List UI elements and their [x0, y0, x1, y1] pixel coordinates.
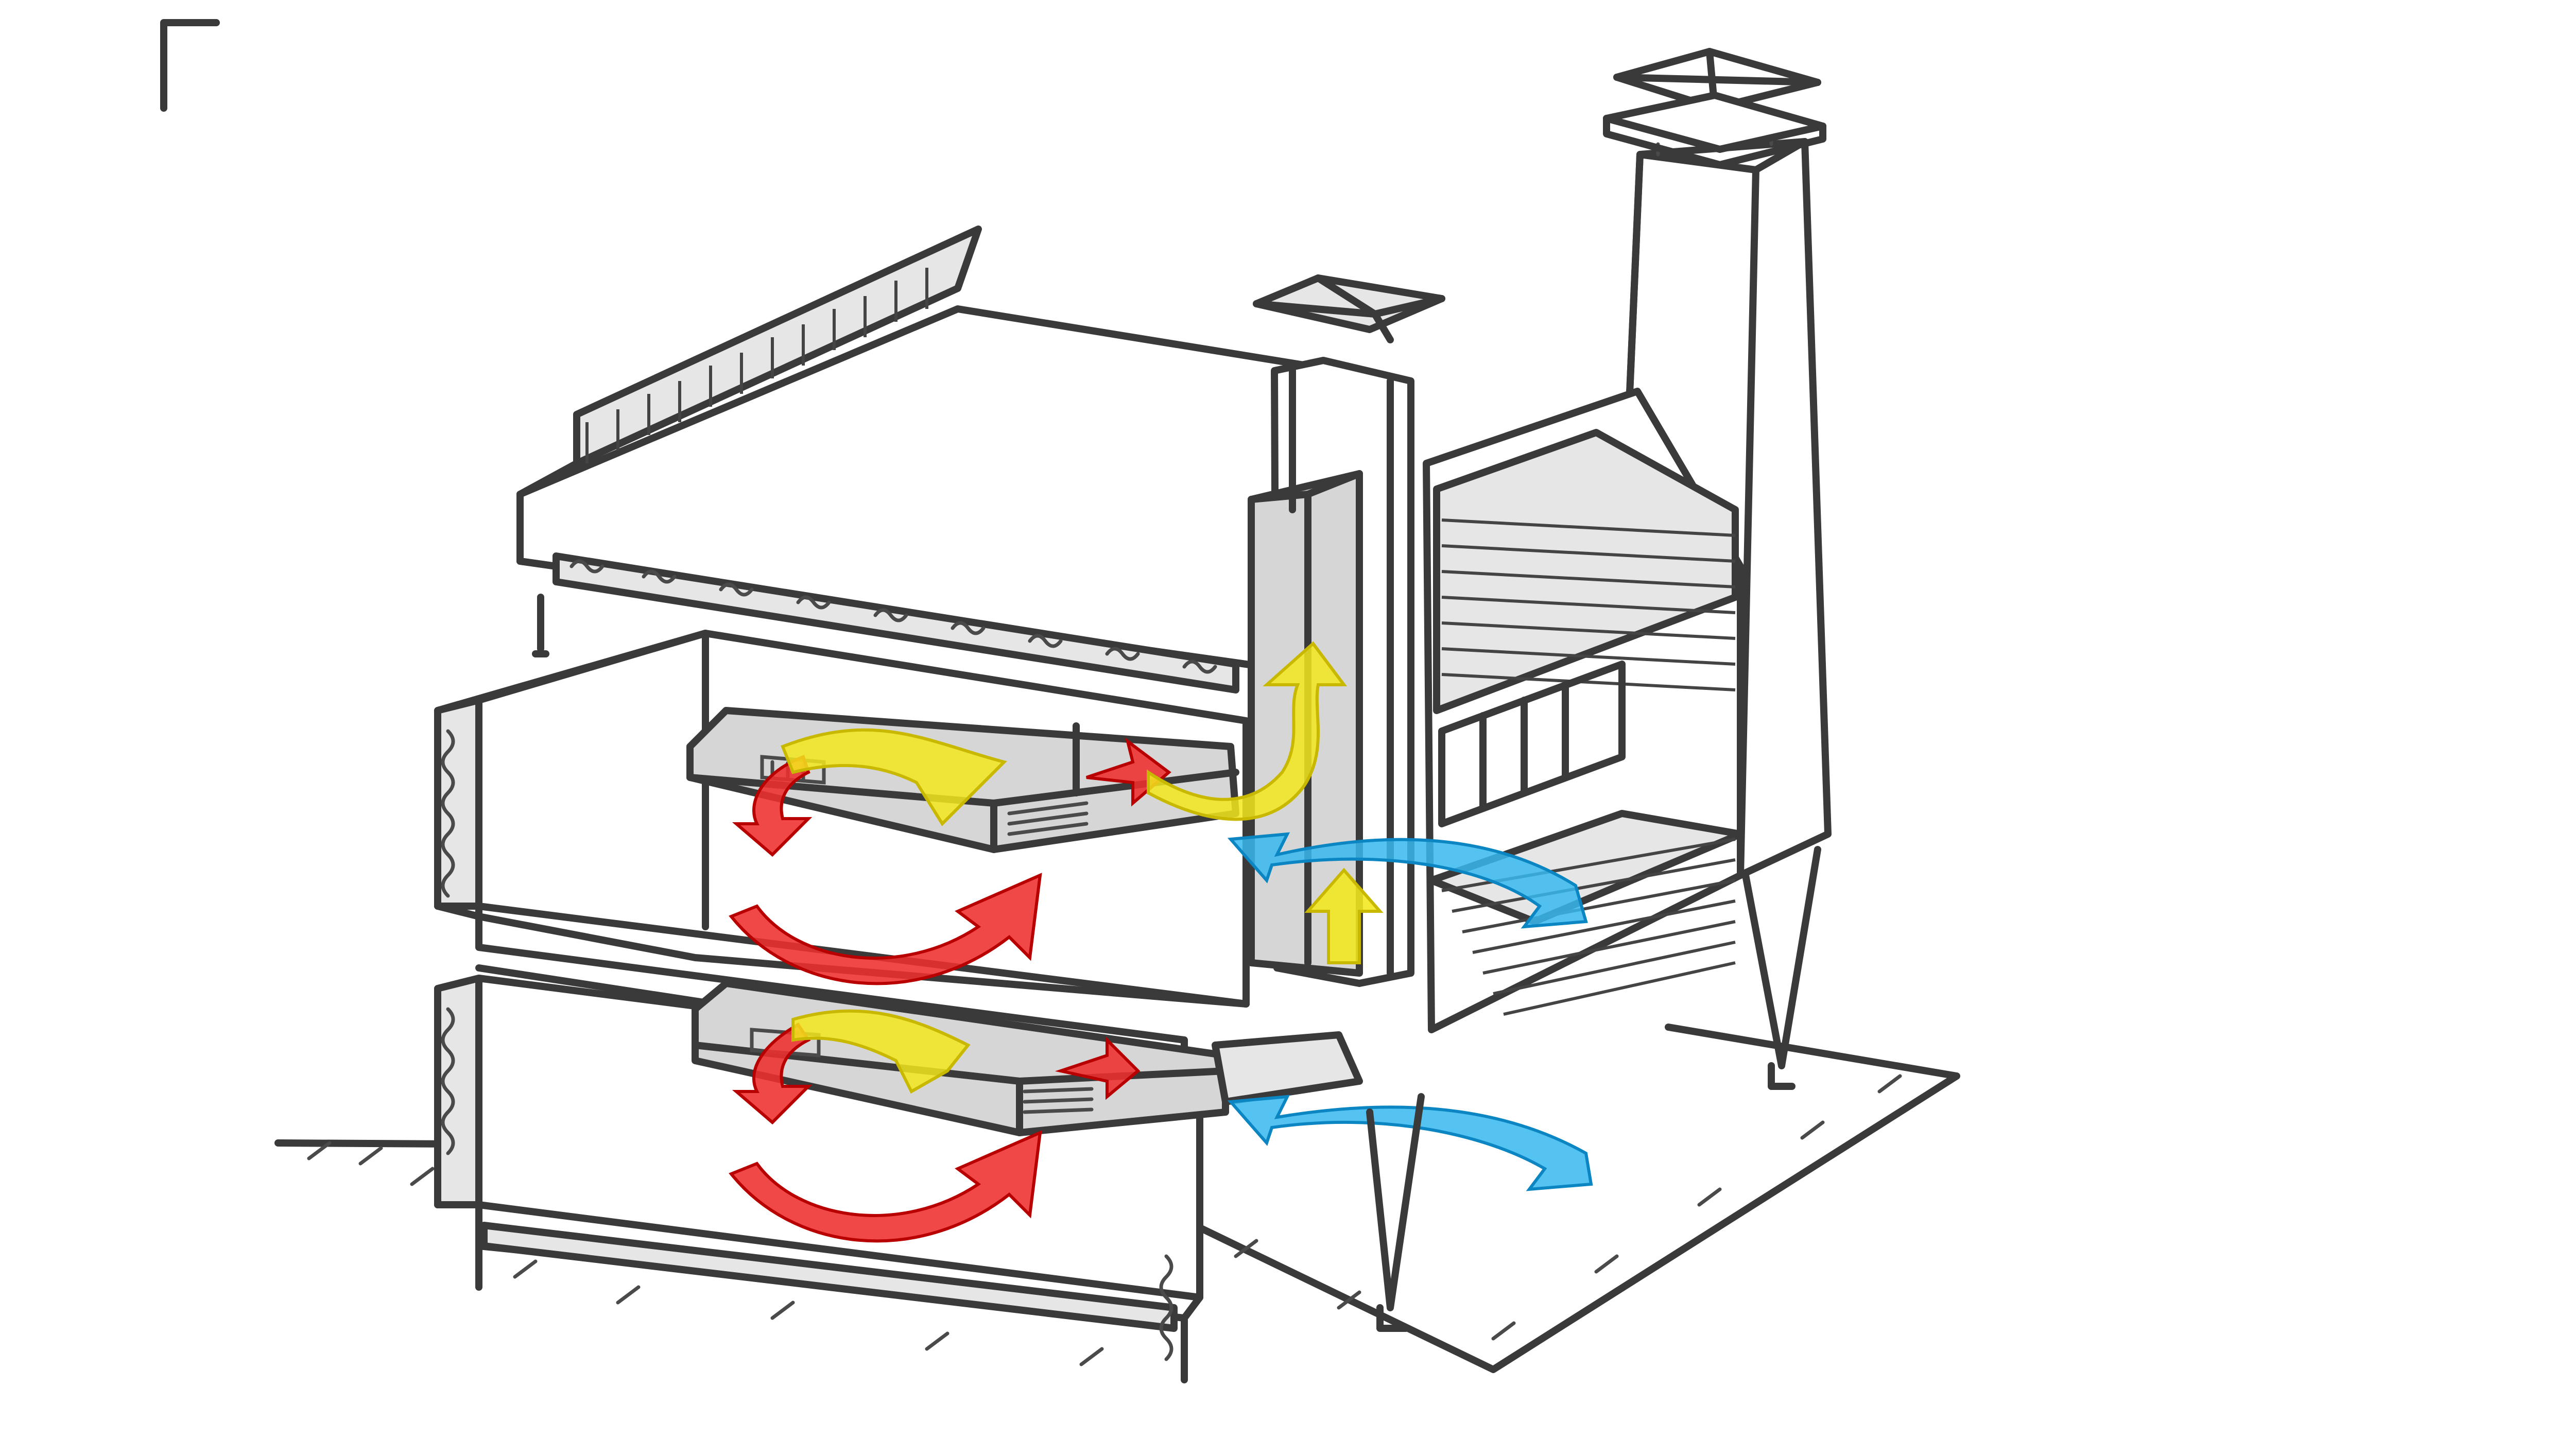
- shaft-exhaust-up: [1304, 868, 1384, 964]
- upper-fresh-intake: [1227, 832, 1588, 929]
- ground-plane: [274, 1024, 1960, 1373]
- corner-mark-icon: [160, 19, 220, 112]
- east-wing: [1423, 388, 1744, 1033]
- roof-block: [516, 226, 1342, 694]
- upper-exhaust: [781, 641, 1347, 826]
- lower-exhaust: [791, 1009, 971, 1094]
- chimney-cap-icon: [1603, 48, 1826, 168]
- building-body: [434, 630, 1250, 1383]
- support-legs: [1366, 1093, 1425, 1332]
- vent-cap-icon: [1253, 274, 1445, 343]
- lower-warm-recirculation: [729, 1022, 1141, 1243]
- lower-fresh-intake: [1227, 1095, 1593, 1191]
